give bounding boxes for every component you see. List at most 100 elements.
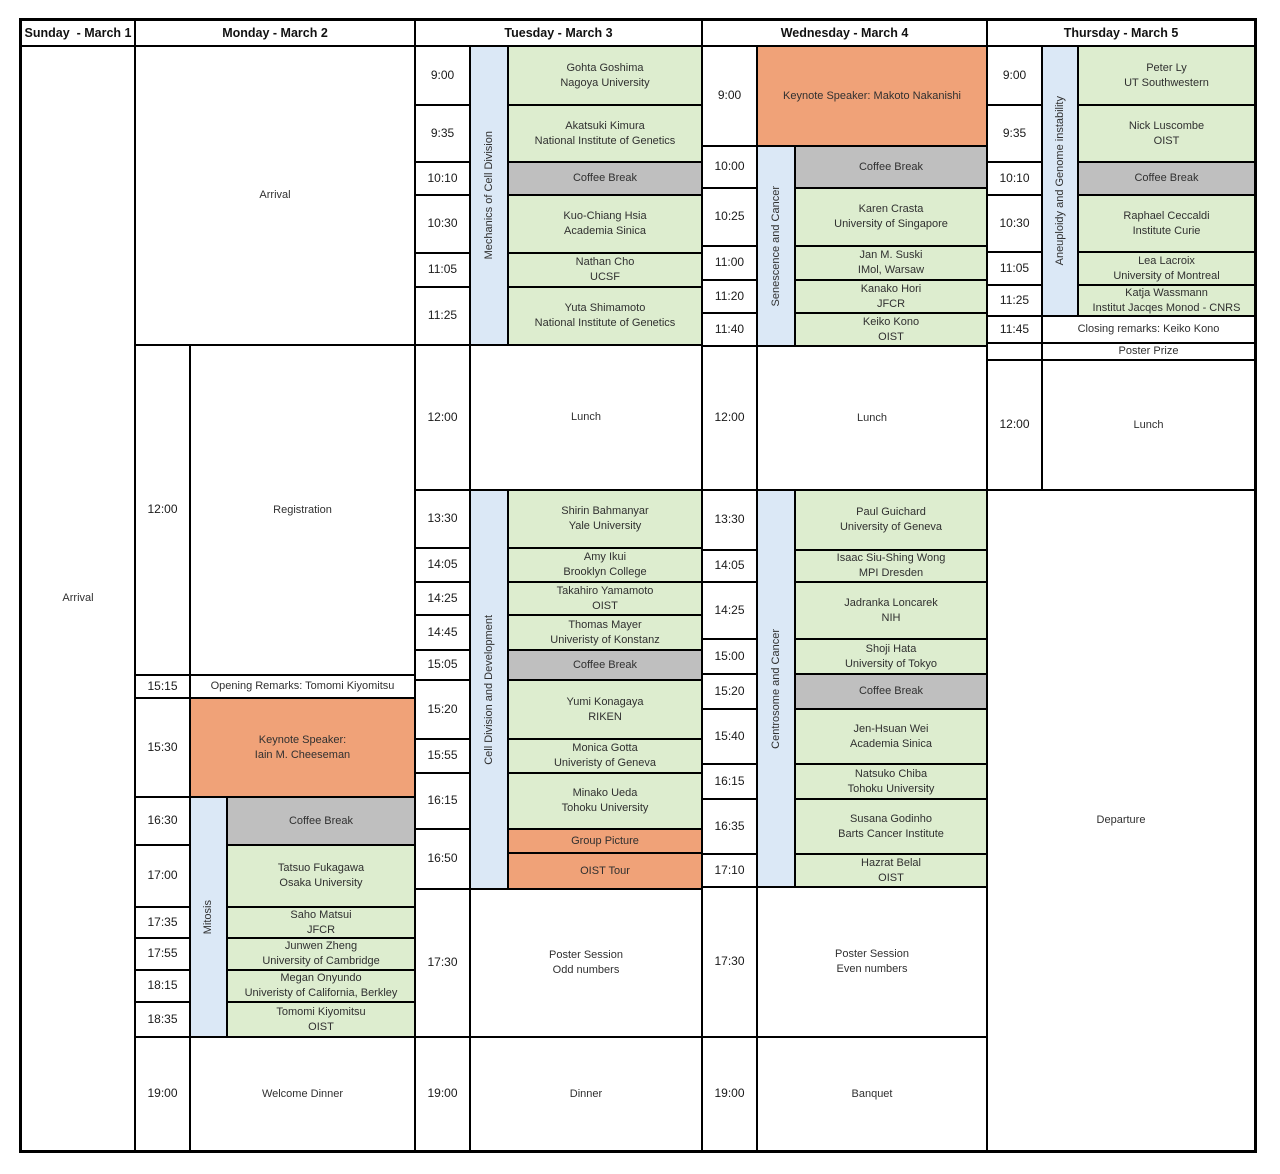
event-text-line: Junwen Zheng [284,940,358,953]
time-cell: 10:00 [702,146,757,188]
event-text-line: National Institute of Genetics [534,317,676,329]
event-text-line: Saho Matsui [290,908,352,921]
event-cell: Coffee Break [227,797,415,845]
event-text-line: Closing remarks: Keiko Kono [1077,323,1220,336]
time-cell: 15:05 [415,650,470,680]
event-text-line: Akatsuki Kimura [565,119,645,132]
time-label: 19:00 [714,1086,745,1101]
time-cell: 10:25 [702,188,757,246]
event-text-line: OIST [308,1020,334,1033]
time-cell: 16:35 [702,799,757,854]
time-cell: 12:00 [135,345,190,675]
time-cell: 14:45 [415,615,470,650]
time-cell: 19:00 [415,1037,470,1151]
time-cell: 9:00 [415,46,470,105]
time-label: 9:35 [1002,125,1027,140]
event-text-line: Registration [273,503,332,516]
day-header-tuesday: Tuesday - March 3 [415,20,702,46]
event-text-line: Coffee Break [858,685,923,698]
time-cell: 11:45 [987,316,1042,343]
time-label: 11:05 [427,262,458,277]
event-text-line: Academia Sinica [850,737,932,750]
time-cell: 16:15 [702,764,757,799]
time-label: 18:35 [147,1011,178,1026]
event-text-line: University of Singapore [834,218,948,230]
event-text-line: Coffee Break [572,172,637,185]
time-label: 15:30 [147,739,178,754]
time-cell: 16:50 [415,829,470,889]
time-cell: 12:00 [702,346,757,490]
time-cell [987,343,1042,360]
time-cell: 19:00 [135,1037,190,1151]
time-label: 17:30 [714,954,745,969]
event-text-line: IMol, Warsaw [857,264,925,276]
event-text-line: Barts Cancer Institute [838,827,944,840]
event-text-line: University of Montreal [1113,269,1220,282]
event-cell: OIST Tour [508,853,702,889]
event-text-line: Osaka University [279,877,363,889]
event-text-line: Jen-Hsuan Wei [853,722,929,735]
time-label: 15:55 [427,748,458,763]
event-text-line: Katja Wassmann [1125,286,1208,299]
time-cell: 17:30 [702,887,757,1037]
event-cell: Coffee Break [508,650,702,680]
event-text-line: Coffee Break [572,658,637,671]
time-label: 11:25 [999,292,1030,307]
session-track-bar: Mitosis [190,797,227,1037]
event-text-line: Nagoya University [560,76,650,89]
event-text-line: Raphael Ceccaldi [1123,209,1210,222]
time-label: 16:50 [427,851,458,866]
event-text-line: University of Tokyo [844,657,938,670]
session-track-bar: Cell Division and Development [470,490,508,889]
event-text-line: Arrival [62,592,94,605]
event-text-line: Isaac Siu-Shing Wong [836,552,946,565]
event-text-line: Brooklyn College [563,566,647,578]
time-cell: 11:05 [415,253,470,287]
time-label: 10:25 [714,209,745,224]
time-cell: 13:30 [415,490,470,548]
event-text-line: Academia Sinica [564,225,646,237]
time-cell: 15:30 [135,698,190,797]
time-label: 16:30 [147,813,178,828]
event-text-line: Paul Guichard [856,506,926,519]
time-label: 19:00 [147,1086,178,1101]
time-label: 11:00 [714,255,745,270]
time-cell: 10:30 [415,195,470,253]
event-text-line: Coffee Break [1134,172,1199,185]
event-cell: Group Picture [508,829,702,853]
day-header-sunday: Sunday - March 1 [21,20,135,46]
time-label: 18:15 [147,978,178,993]
time-label: 11:40 [714,321,745,336]
time-label: 19:00 [427,1086,458,1101]
event-text-line: Tohoku University [847,782,935,795]
time-cell: 18:35 [135,1002,190,1037]
event-text-line: Lunch [1133,418,1164,431]
session-track-bar: Senescence and Cancer [757,146,795,346]
event-text-line: Tohoku University [561,802,649,814]
event-text-line: OIST [878,871,904,884]
time-cell: 16:30 [135,797,190,845]
event-text-line: JFCR [306,923,336,936]
session-track-label: Mitosis [202,899,215,935]
time-label: 16:35 [714,818,745,833]
time-label: 15:20 [714,683,745,698]
event-text-line: Megan Onyundo [280,972,362,985]
